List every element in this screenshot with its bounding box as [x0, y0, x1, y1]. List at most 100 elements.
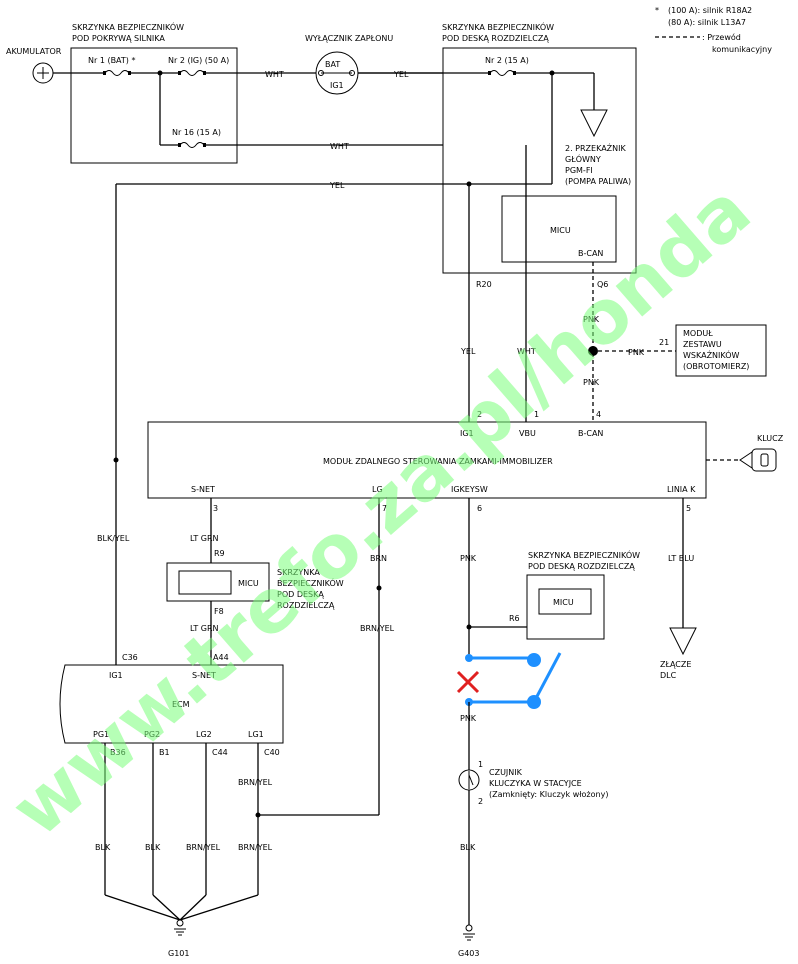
dash-fuse-2-symbol [488, 70, 516, 76]
legend: * (100 A): silnik R18A2 (80 A): silnik L… [655, 6, 772, 54]
ground-g403-icon [463, 924, 475, 941]
pin-1: 1 [534, 410, 539, 419]
sensor-label-line2: KLUCZYKA W STACYJCE [489, 779, 582, 788]
wire-label-brn-yel: BRN/YEL [360, 624, 395, 633]
dlc-label-line1: ZŁĄCZE [660, 660, 691, 669]
junction [113, 457, 119, 463]
underhood-box-title2: POD POKRYWĄ SILNIKA [72, 34, 165, 43]
gauge-module-line4: (OBROTOMIERZ) [683, 362, 749, 371]
fuse-16-symbol [178, 142, 206, 148]
micu-top [501, 195, 617, 263]
ignition-switch-ig1: IG1 [330, 81, 344, 90]
legend-asterisk: * [655, 6, 659, 15]
wire-label-lt-grn: LT GRN [190, 624, 219, 633]
pin-f8: F8 [214, 607, 224, 616]
fuse-1-label: Nr 1 (BAT) * [88, 56, 135, 65]
pin-q6: Q6 [597, 280, 608, 289]
pin-b1: B1 [159, 748, 170, 757]
pin-6: 6 [477, 504, 482, 513]
fuse-1-symbol [103, 70, 131, 76]
legend-comm-wire-line2: komunikacyjny [712, 45, 772, 54]
ecm-pin-ig1: IG1 [109, 671, 123, 680]
ground-g101-icon [174, 919, 186, 936]
relay-label-line1: 2. PRZEKAŹNIK [565, 142, 626, 153]
gauge-module-line3: WSKAŹNIKÓW [683, 349, 739, 360]
right-fuse-box-micu: MICU [553, 598, 574, 607]
pin-5: 5 [686, 504, 691, 513]
immobilizer-module [147, 421, 707, 499]
ecm-label: ECM [172, 700, 190, 709]
wire-label-pnk: PNK [628, 348, 645, 357]
wire-label-pnk: PNK [583, 378, 600, 387]
right-fuse-box-title1: SKRZYNKA BEZPIECZNIKÓW [528, 549, 640, 560]
dash-box-title2: POD DESKĄ ROZDZIELCZĄ [442, 34, 549, 43]
wire-label-lt-grn: LT GRN [190, 534, 219, 543]
pin-4: 4 [596, 410, 601, 419]
wire-label-pnk: PNK [583, 315, 600, 324]
immobilizer-pin-bcan: B-CAN [578, 429, 603, 438]
left-fuse-box-line3: POD DESKĄ [277, 590, 324, 599]
pin-c44: C44 [212, 748, 228, 757]
cross-icon [456, 670, 480, 694]
pin-r9: R9 [214, 549, 225, 558]
wire-label-wht: WHT [265, 70, 284, 79]
wire-label-wht: WHT [330, 142, 349, 151]
immobilizer-pin-vbu: VBU [519, 429, 536, 438]
underhood-fuse-box [70, 47, 238, 164]
wire-label-blk: BLK [95, 843, 111, 852]
immobilizer-title: MODUŁ ZDALNEGO STEROWANIA ZAMKAMI-IMMOBI… [323, 457, 553, 466]
micu-top-bcan: B-CAN [578, 249, 603, 258]
wire-label-brn: BRN [370, 554, 387, 563]
relay-label-line2: GŁÓWNY [565, 153, 601, 164]
immobilizer-pin-liniak: LINIA K [667, 485, 696, 494]
ecm-pin-snet: S-NET [192, 671, 216, 680]
junction [588, 346, 598, 356]
immobilizer-pin-ig1: IG1 [460, 429, 474, 438]
immobilizer-pin-lg: LG [372, 485, 383, 494]
relay-label-line3: PGM-FI [565, 166, 593, 175]
dash-fuse-2-label: Nr 2 (15 A) [485, 56, 529, 65]
pin-c40: C40 [264, 748, 280, 757]
ignition-switch-bat: BAT [325, 60, 340, 69]
gauge-module [675, 324, 767, 377]
gauge-module-line1: MODUŁ [683, 329, 713, 338]
junction [376, 585, 382, 591]
fuse-2-label: Nr 2 (IG) (50 A) [168, 56, 229, 65]
wire-label-yel: YEL [393, 70, 409, 79]
key-switch-contacts [465, 652, 562, 709]
pin-r20: R20 [476, 280, 492, 289]
left-fuse-box-line1: SKRZYNKA [277, 568, 320, 577]
ecm-pin-pg2: PG2 [144, 730, 160, 739]
pin-21: 21 [659, 338, 669, 347]
dlc-label-line2: DLC [660, 671, 677, 680]
legend-fuse-note-100a: (100 A): silnik R18A2 [668, 6, 752, 15]
ground-g101-label: G101 [168, 949, 189, 958]
left-fuse-box-micu: MICU [238, 579, 259, 588]
left-fuse-box-line4: ROZDZIELCZĄ [277, 601, 335, 610]
battery-label: AKUMULATOR [6, 47, 62, 56]
left-fuse-box-line2: BEZPIECZNIKÓW [277, 577, 344, 588]
micu-top-label: MICU [550, 226, 571, 235]
fuse-16-label: Nr 16 (15 A) [172, 128, 221, 137]
wire-label-blk-yel: BLK/YEL [97, 534, 130, 543]
wire-label-yel: YEL [329, 181, 345, 190]
wire-label-pnk: PNK [460, 554, 477, 563]
wire-label-yel: YEL [460, 347, 476, 356]
key-label: KLUCZ [757, 434, 784, 443]
right-fuse-box-title2: POD DESKĄ ROZDZIELCZĄ [528, 562, 635, 571]
legend-fuse-note-80a: (80 A): silnik L13A7 [668, 18, 746, 27]
sensor-label-line3: (Zamknięty: Kluczyk włożony) [489, 790, 608, 799]
ignition-switch-title: WYŁĄCZNIK ZAPŁONU [305, 34, 393, 43]
pin-a44: A44 [213, 653, 229, 662]
immobilizer-pin-igkeysw: IGKEYSW [451, 485, 488, 494]
wire-label-brn-yel: BRN/YEL [186, 843, 221, 852]
key-icon [739, 451, 753, 469]
legend-comm-wire-line1: : Przewód [702, 32, 741, 42]
wire-label-lt-blu: LT BLU [668, 554, 694, 563]
sensor-pin-2: 2 [478, 797, 483, 806]
ecm-module [59, 664, 284, 744]
relay-label-line4: (POMPA PALIWA) [565, 177, 631, 186]
gauge-module-line2: ZESTAWU [683, 340, 722, 349]
sensor-pin-1: 1 [478, 760, 483, 769]
